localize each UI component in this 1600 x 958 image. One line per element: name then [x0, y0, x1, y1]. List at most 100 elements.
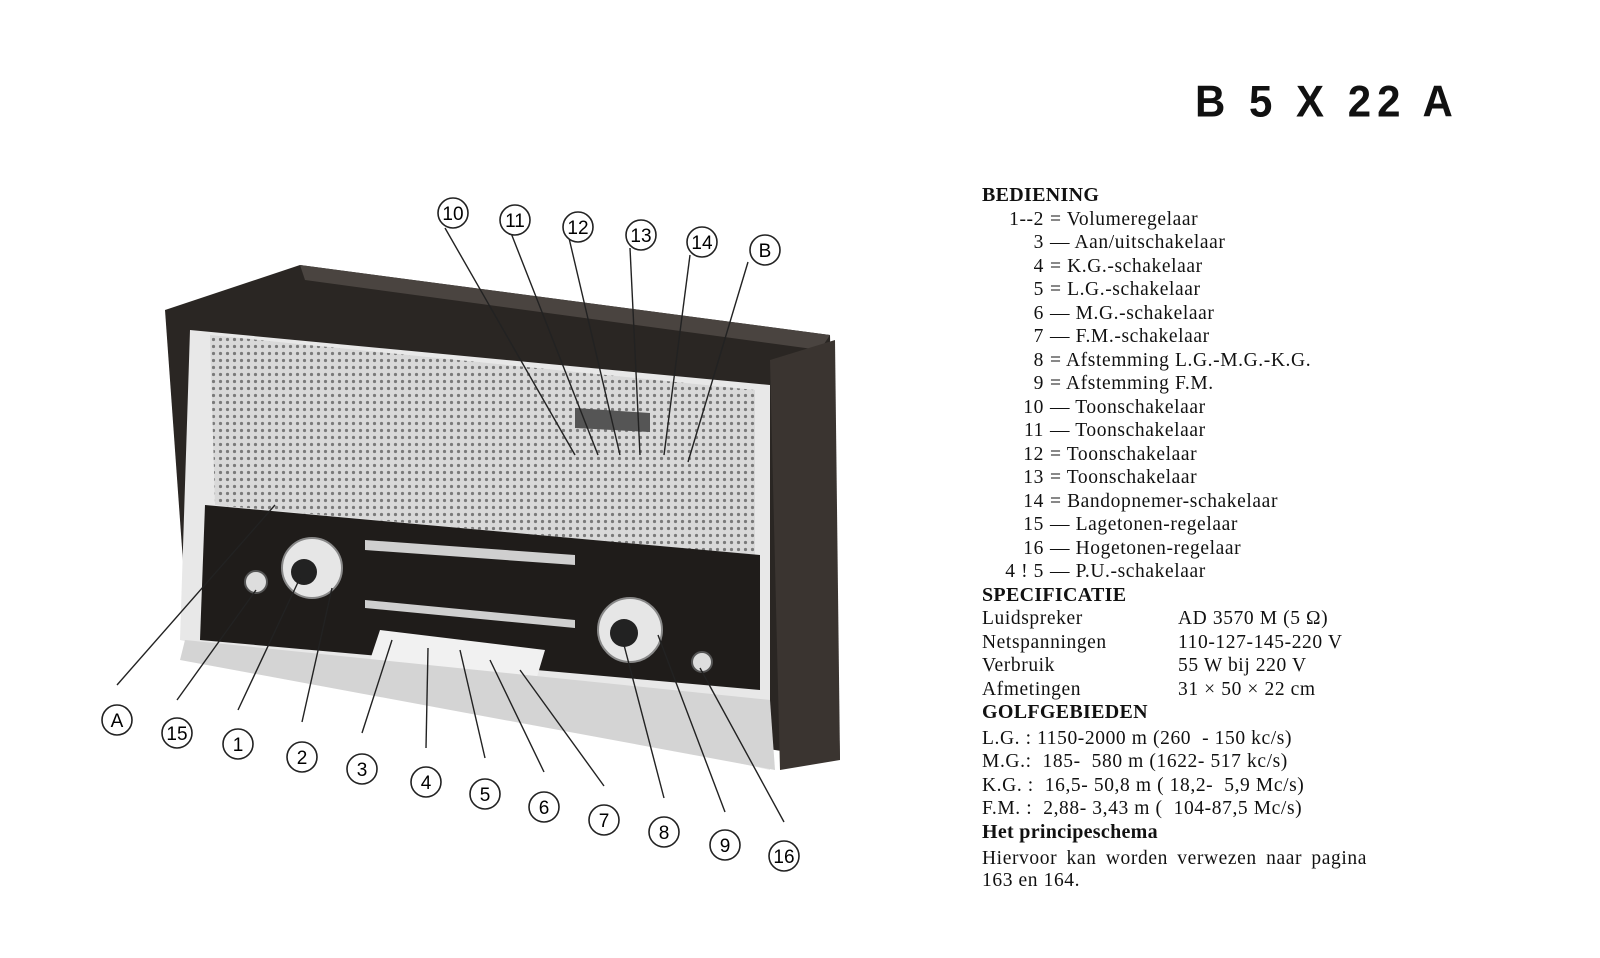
item-text: = Bandopnemer-schakelaar — [1050, 490, 1279, 512]
bediening-item: 1--2= Volumeregelaar — [982, 208, 1382, 232]
spec-row: Afmetingen 31 × 50 × 22 cm — [982, 678, 1382, 702]
spec-label: Luidspreker — [982, 608, 1083, 629]
band-row: M.G.: 185- 580 m (1622- 517 kc/s) — [982, 751, 1288, 772]
specificatie-table: Luidspreker AD 3570 M (5 Ω) Netspanningen… — [982, 607, 1382, 701]
callout-11: 11 — [499, 204, 531, 236]
svg-text:7: 7 — [599, 811, 610, 832]
bediening-item: 6 — M.G.-schakelaar — [982, 302, 1382, 326]
callout-3: 3 — [346, 753, 378, 785]
spec-value: AD 3570 M (5 Ω) — [1178, 608, 1329, 629]
svg-text:15: 15 — [166, 724, 187, 745]
callout-5: 5 — [469, 778, 501, 810]
principeschema-heading: Het principeschema — [982, 820, 1158, 843]
item-text: = L.G.-schakelaar — [1050, 279, 1201, 300]
item-text: = Toonschakelaar — [1050, 443, 1198, 465]
callout-A: A — [101, 704, 133, 736]
item-number: 8 — [1033, 349, 1044, 371]
item-number: 16 — [1023, 537, 1044, 559]
golfgebieden-list: L.G. : 1150-2000 m (260 - 150 kc/s) M.G.… — [982, 727, 1382, 821]
bediening-item: 9 = Afstemming F.M. — [982, 372, 1382, 396]
bediening-item: 7— F.M.-schakelaar — [982, 325, 1382, 349]
svg-text:9: 9 — [720, 836, 731, 857]
item-text: — Toonschakelaar — [1050, 420, 1206, 441]
callout-1: 1 — [222, 728, 254, 760]
callout-16: 16 — [768, 840, 800, 872]
bediening-item: 10 — Toonschakelaar — [982, 396, 1382, 420]
item-number: 1--2 — [1009, 208, 1044, 230]
item-number: 11 — [1024, 420, 1044, 441]
principeschema-text: Hiervoor kan worden verwezen naar pagina… — [982, 848, 1367, 891]
item-number: 12 — [1023, 443, 1044, 465]
callout-15: 15 — [161, 717, 193, 749]
specificatie-heading: SPECIFICATIE — [982, 583, 1127, 606]
item-number: 9 — [1033, 373, 1044, 394]
svg-text:14: 14 — [691, 233, 713, 254]
item-text: = Toonschakelaar — [1050, 467, 1198, 488]
item-number: 15 — [1023, 514, 1044, 535]
svg-text:1: 1 — [233, 735, 244, 756]
callout-8: 8 — [648, 816, 680, 848]
svg-text:10: 10 — [442, 204, 463, 225]
svg-text:2: 2 — [297, 748, 308, 769]
item-number: 5 — [1033, 279, 1044, 300]
bediening-item: 5 = L.G.-schakelaar — [982, 278, 1382, 302]
bediening-item: 13 = Toonschakelaar — [982, 466, 1382, 490]
svg-text:3: 3 — [357, 760, 368, 781]
item-text: — P.U.-schakelaar — [1050, 561, 1206, 582]
bediening-heading: BEDIENING — [982, 184, 1100, 206]
callout-4: 4 — [410, 766, 442, 798]
item-number: 3 — [1033, 232, 1044, 253]
band-row: F.M. : 2,88- 3,43 m ( 104-87,5 Mc/s) — [982, 798, 1303, 819]
item-text: — Hogetonen-regelaar — [1050, 537, 1242, 559]
bediening-item: 4 ! 5 — P.U.-schakelaar — [982, 560, 1382, 584]
svg-text:12: 12 — [567, 218, 588, 239]
callout-6: 6 — [528, 791, 560, 823]
item-number: 4 ! 5 — [1005, 561, 1044, 582]
spec-row: Netspanningen 110-127-145-220 V — [982, 631, 1382, 655]
item-text: = Afstemming F.M. — [1050, 373, 1214, 394]
spec-label: Netspanningen — [982, 631, 1107, 653]
spec-row: Luidspreker AD 3570 M (5 Ω) — [982, 607, 1382, 631]
item-text: = K.G.-schakelaar — [1050, 255, 1203, 277]
bediening-item: 3 — Aan/uitschakelaar — [982, 231, 1382, 255]
bediening-item: 11 — Toonschakelaar — [982, 419, 1382, 443]
item-number: 14 — [1023, 490, 1044, 512]
item-number: 13 — [1023, 467, 1044, 488]
callout-2: 2 — [286, 741, 318, 773]
callout-7: 7 — [588, 804, 620, 836]
svg-text:4: 4 — [421, 773, 432, 794]
item-text: — M.G.-schakelaar — [1050, 302, 1215, 324]
svg-text:B: B — [759, 241, 772, 262]
bediening-item: 4= K.G.-schakelaar — [982, 255, 1382, 279]
item-number: 6 — [1033, 302, 1044, 324]
callout-12: 12 — [562, 211, 594, 243]
spec-label: Verbruik — [982, 655, 1056, 676]
svg-text:5: 5 — [480, 785, 491, 806]
band-row: K.G. : 16,5- 50,8 m ( 18,2- 5,9 Mc/s) — [982, 774, 1305, 796]
item-text: — Toonschakelaar — [1050, 396, 1206, 418]
item-text: = Afstemming L.G.-M.G.-K.G. — [1050, 349, 1312, 371]
leader-lines — [116, 227, 785, 823]
radio-illustration: 10 11 12 13 14 B A 15 1 2 3 4 5 6 7 8 9 … — [101, 197, 840, 872]
spec-value: 110-127-145-220 V — [1178, 631, 1343, 653]
bediening-item: 15— Lagetonen-regelaar — [982, 513, 1382, 537]
bass-knob — [244, 570, 268, 594]
item-text: — Aan/uitschakelaar — [1050, 232, 1226, 253]
callout-10: 10 — [437, 197, 469, 229]
model-title: B 5 X 22 A — [1195, 76, 1459, 127]
spec-label: Afmetingen — [982, 678, 1082, 700]
item-number: 10 — [1023, 396, 1044, 418]
spec-value: 31 × 50 × 22 cm — [1178, 678, 1316, 700]
treble-knob — [691, 651, 713, 673]
item-number: 7 — [1033, 326, 1044, 347]
radio-front — [180, 330, 775, 770]
svg-text:6: 6 — [539, 798, 550, 819]
bediening-item: 14 = Bandopnemer-schakelaar — [982, 490, 1382, 514]
svg-text:8: 8 — [659, 823, 670, 844]
spec-value: 55 W bij 220 V — [1178, 655, 1307, 676]
golfgebieden-heading: GOLFGEBIEDEN — [982, 701, 1148, 723]
band-row: L.G. : 1150-2000 m (260 - 150 kc/s) — [982, 727, 1293, 749]
callout-14: 14 — [686, 226, 718, 258]
callout-13: 13 — [625, 219, 657, 251]
specification-text: BEDIENING 1--2= Volumeregelaar 3 — Aan/ui… — [982, 184, 1382, 892]
